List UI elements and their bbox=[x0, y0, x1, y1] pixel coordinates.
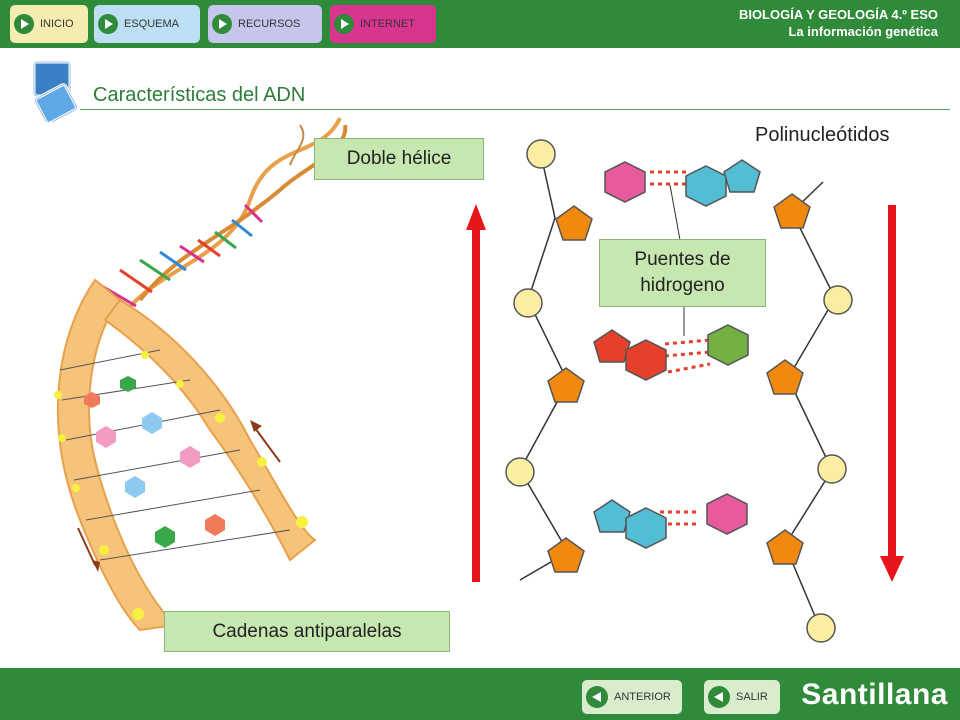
salir-label: SALIR bbox=[736, 691, 768, 703]
nav-inicio-label: INICIO bbox=[40, 18, 74, 30]
subject-header: BIOLOGÍA Y GEOLOGÍA 4.º ESO La informaci… bbox=[739, 6, 938, 40]
play-icon bbox=[334, 14, 354, 34]
salir-button[interactable]: SALIR bbox=[704, 680, 780, 714]
label-cadenas-text: Cadenas antiparalelas bbox=[212, 620, 402, 642]
double-helix-figure bbox=[54, 117, 348, 632]
page-title: Características del ADN bbox=[93, 84, 306, 106]
play-icon bbox=[212, 14, 232, 34]
back-arrow-icon bbox=[586, 686, 608, 708]
label-puentes-line2: hidrogeno bbox=[640, 275, 725, 296]
arrow-down-icon bbox=[880, 205, 904, 582]
brand-logo: Santillana bbox=[801, 678, 948, 711]
subject-name: BIOLOGÍA Y GEOLOGÍA 4.º ESO bbox=[738, 7, 938, 22]
nav-esquema-label: ESQUEMA bbox=[124, 18, 180, 30]
nav-inicio-button[interactable]: INICIO bbox=[10, 5, 88, 43]
bottom-bar bbox=[0, 668, 960, 720]
label-doble-helice: Doble hélice bbox=[314, 138, 484, 180]
title-divider bbox=[80, 109, 950, 110]
label-cadenas-antiparalelas: Cadenas antiparalelas bbox=[164, 611, 450, 652]
nav-recursos-button[interactable]: RECURSOS bbox=[208, 5, 322, 43]
label-polinucleotidos: Polinucleótidos bbox=[755, 124, 890, 146]
back-arrow-icon bbox=[708, 686, 730, 708]
nav-recursos-label: RECURSOS bbox=[238, 18, 301, 30]
anterior-label: ANTERIOR bbox=[614, 691, 671, 703]
play-icon bbox=[14, 14, 34, 34]
unit-name: La información genética bbox=[788, 24, 938, 39]
nav-esquema-button[interactable]: ESQUEMA bbox=[94, 5, 200, 43]
label-puentes-line1: Puentes de bbox=[634, 249, 731, 270]
anterior-button[interactable]: ANTERIOR bbox=[582, 680, 682, 714]
nav-internet-button[interactable]: INTERNET bbox=[330, 5, 436, 43]
polynucleotide-diagram bbox=[505, 139, 853, 643]
play-icon bbox=[98, 14, 118, 34]
nav-internet-label: INTERNET bbox=[360, 18, 415, 30]
slides-icon bbox=[32, 60, 79, 122]
label-puentes-hidrogeno: Puentes de hidrogeno bbox=[599, 239, 766, 307]
label-doble-helice-text: Doble hélice bbox=[346, 148, 452, 169]
arrow-up-icon bbox=[466, 204, 486, 582]
